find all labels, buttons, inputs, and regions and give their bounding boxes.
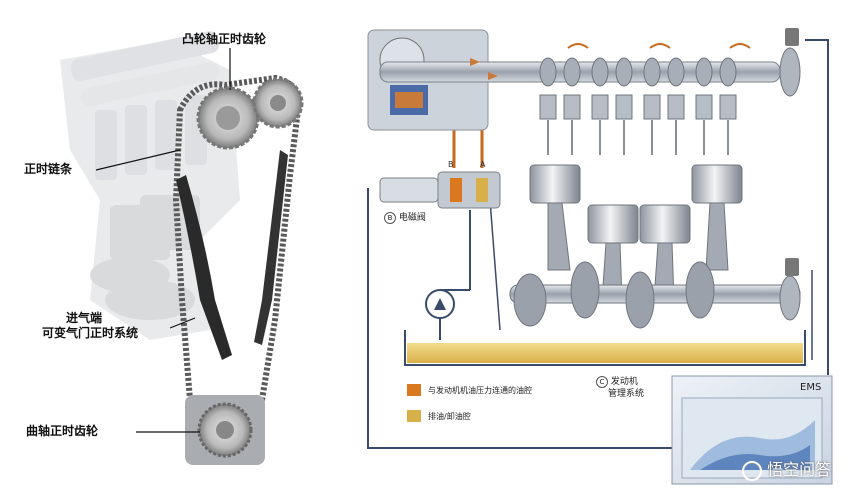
ecu-prefix-badge: C (596, 376, 608, 388)
legend-text-drain: 排油/卸油腔 (428, 411, 471, 422)
label-solenoid: B 电磁阀 (384, 212, 426, 224)
camshaft-sprocket-intake (198, 88, 258, 148)
legend-text-pressure: 与发动机机油压力连通的油腔 (428, 385, 532, 396)
oil-line-right (805, 40, 828, 375)
ecu-line1: 发动机 (611, 377, 638, 387)
oil-pump (426, 290, 454, 318)
label-timing-chain: 正时链条 (24, 162, 72, 177)
watermark-icon (742, 461, 762, 481)
oil-sump (405, 330, 805, 365)
watermark: 悟空问答 (742, 456, 831, 481)
cam-position-sensor (780, 28, 800, 96)
legend-swatch-pressure (407, 384, 421, 396)
label-camshaft-sprocket: 凸轮轴正时齿轮 (182, 32, 266, 47)
label-intake-vvt-line2: 可变气门正时系统 (42, 326, 138, 341)
port-b-label: B (448, 160, 454, 169)
ems-label: EMS (800, 382, 821, 393)
crank-sprocket (185, 395, 265, 465)
camshaft-sprocket-exhaust (254, 79, 302, 127)
solenoid-text: 电磁阀 (399, 213, 426, 223)
chain-guide-right (254, 150, 288, 345)
left-engine-illustration (60, 30, 302, 465)
valves (540, 95, 736, 119)
legend-swatch-drain (407, 410, 421, 422)
solenoid-prefix-badge: B (384, 212, 396, 224)
label-ecu: C 发动机 (596, 376, 638, 388)
rotation-arrows (568, 44, 750, 48)
watermark-text: 悟空问答 (767, 460, 831, 479)
port-a-label: A (480, 160, 485, 169)
ecu-line2: 管理系统 (608, 389, 644, 400)
label-intake-vvt-line1: 进气端 (66, 311, 102, 326)
solenoid-valve (380, 172, 500, 208)
label-crank-sprocket: 曲轴正时齿轮 (26, 424, 98, 439)
